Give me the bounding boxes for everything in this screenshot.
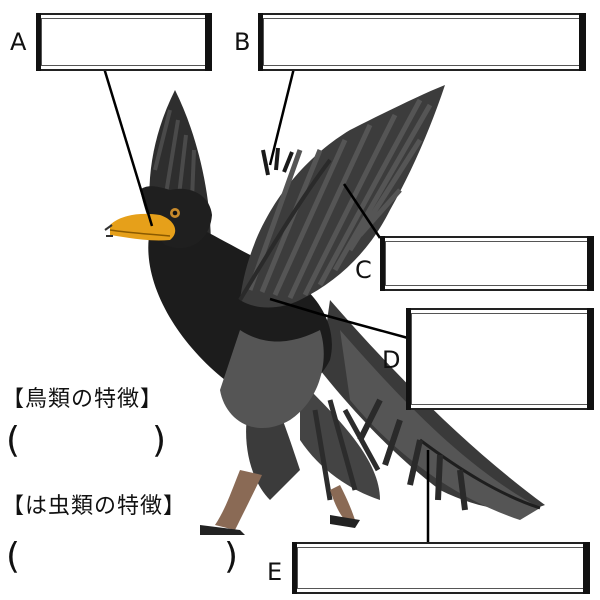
answer-box-c[interactable]	[380, 236, 594, 291]
head	[104, 186, 212, 249]
answer-box-d[interactable]	[406, 308, 594, 410]
right-wing	[238, 85, 445, 308]
label-e: E	[267, 558, 283, 586]
label-a: A	[10, 28, 27, 56]
leader-line-d-1	[319, 312, 409, 340]
answer-box-e[interactable]	[292, 542, 590, 594]
leader-line-c	[342, 183, 382, 239]
reptile-traits-close-paren: )	[224, 536, 239, 577]
tail-feathers	[320, 300, 545, 520]
label-b: B	[234, 28, 251, 56]
leader-line-a	[102, 67, 154, 227]
label-c: C	[355, 256, 372, 284]
bird-traits-open-paren: (	[6, 420, 21, 461]
reptile-traits-answer-area[interactable]	[26, 540, 222, 580]
answer-box-a[interactable]	[36, 13, 212, 71]
body	[148, 215, 332, 429]
leader-line-d-2	[269, 297, 321, 316]
feet	[200, 470, 360, 535]
bird-traits-answer-area[interactable]	[26, 424, 150, 464]
leader-lines	[102, 67, 430, 544]
answer-box-b[interactable]	[258, 13, 586, 71]
reptile-traits-open-paren: (	[6, 536, 21, 577]
bird-traits-close-paren: )	[152, 420, 167, 461]
bird-traits-heading: 【鳥類の特徴】	[2, 387, 164, 412]
reptile-traits-heading: 【は虫類の特徴】	[2, 494, 187, 519]
label-d: D	[382, 346, 401, 374]
leader-line-b	[268, 67, 296, 166]
